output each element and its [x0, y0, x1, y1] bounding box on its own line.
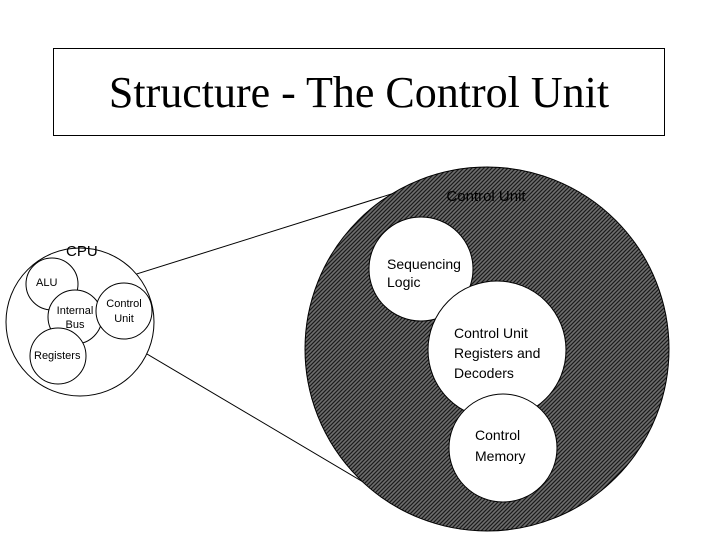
cpu-control-unit-circle: [95, 282, 153, 340]
zoom-line-bottom: [119, 337, 403, 506]
control-memory-label-line1: Control: [475, 427, 520, 443]
page-title: Structure - The Control Unit: [108, 67, 610, 117]
internal-bus-label-line2: Bus: [66, 319, 85, 331]
sequencing-logic-label-line1: Sequencing: [387, 256, 461, 272]
title-box: Structure - The Control Unit: [53, 48, 665, 136]
registers-decoders-label-line2: Registers and: [454, 345, 540, 361]
sequencing-logic-circle: [368, 216, 474, 322]
registers-decoders-label-line3: Decoders: [454, 365, 514, 381]
zoom-line-top: [107, 179, 437, 284]
cpu-control-unit-label-line2: Unit: [114, 313, 134, 325]
registers-label: Registers: [34, 350, 81, 362]
internal-bus-label-line1: Internal: [57, 305, 94, 317]
registers-decoders-label-line1: Control Unit: [454, 325, 528, 341]
control-unit-detail-label: Control Unit: [446, 188, 526, 205]
control-memory-circle: [448, 393, 558, 503]
control-memory-label-line2: Memory: [475, 448, 526, 464]
registers-circle: [29, 327, 87, 385]
cpu-control-unit-label-line1: Control: [106, 298, 141, 310]
sequencing-logic-label-line2: Logic: [387, 274, 420, 290]
alu-label: ALU: [36, 277, 57, 289]
cpu-label: CPU: [66, 243, 98, 260]
